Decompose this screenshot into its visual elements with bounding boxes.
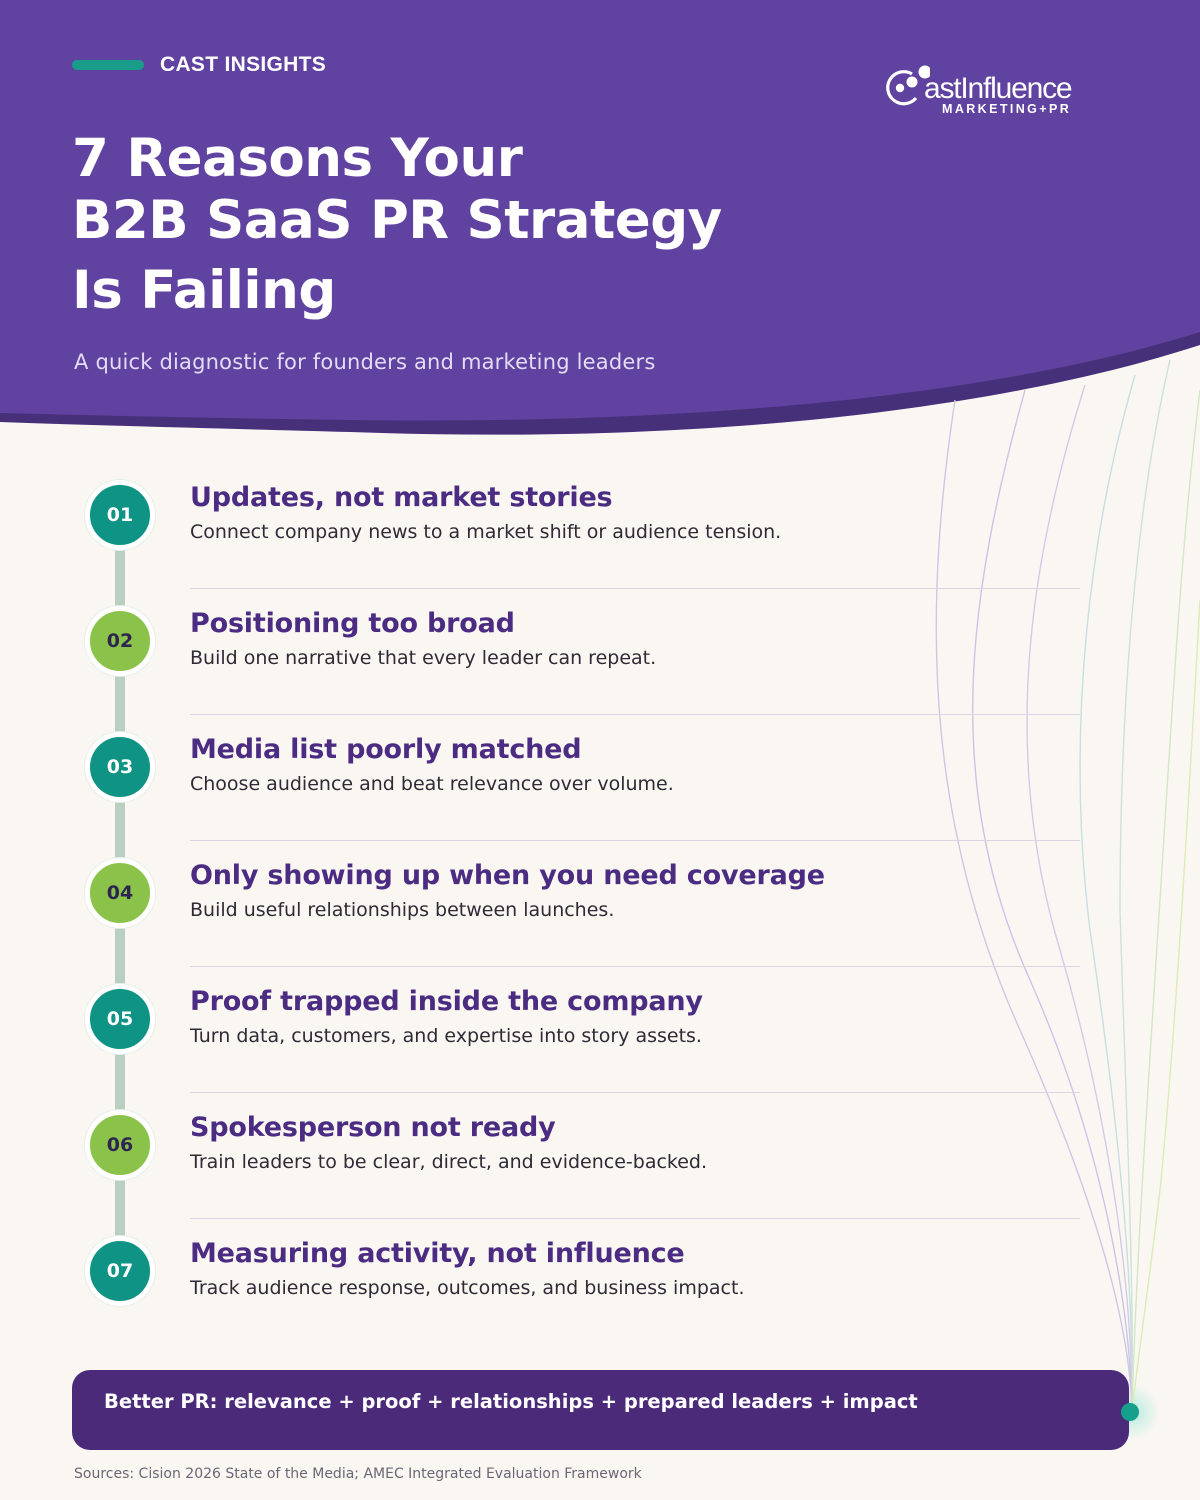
- list-item: 01 Updates, not market stories Connect c…: [0, 478, 1200, 604]
- item-title: Spokesperson not ready: [190, 1112, 556, 1143]
- title-line-2: B2B SaaS PR Strategy: [72, 190, 722, 251]
- kicker-accent-bar: [72, 60, 144, 70]
- item-title: Media list poorly matched: [190, 734, 582, 765]
- item-title: Only showing up when you need coverage: [190, 860, 825, 891]
- item-description: Choose audience and beat relevance over …: [190, 773, 674, 795]
- item-divider: [190, 1218, 1080, 1219]
- list-item: 06 Spokesperson not ready Train leaders …: [0, 1108, 1200, 1234]
- item-number-badge: 07: [85, 1236, 155, 1306]
- item-description: Turn data, customers, and expertise into…: [190, 1025, 702, 1047]
- item-description: Build useful relationships between launc…: [190, 899, 615, 921]
- item-number-badge: 05: [85, 984, 155, 1054]
- timeline-connector: [115, 1054, 125, 1111]
- page-subtitle: A quick diagnostic for founders and mark…: [74, 350, 656, 374]
- item-title: Proof trapped inside the company: [190, 986, 703, 1017]
- logo-tagline: MARKETING+PR: [942, 102, 1072, 116]
- header-background: [0, 0, 1200, 435]
- item-number-badge: 03: [85, 732, 155, 802]
- logo-circle-icon: [886, 65, 930, 106]
- item-description: Build one narrative that every leader ca…: [190, 647, 657, 669]
- item-divider: [190, 966, 1080, 967]
- brand-logo: astInfluence MARKETING+PR: [880, 60, 1100, 120]
- item-number-badge: 06: [85, 1110, 155, 1180]
- item-description: Connect company news to a market shift o…: [190, 521, 782, 543]
- accent-dot-icon: [1121, 1403, 1139, 1421]
- list-item: 05 Proof trapped inside the company Turn…: [0, 982, 1200, 1108]
- item-description: Train leaders to be clear, direct, and e…: [190, 1151, 708, 1173]
- list-item: 07 Measuring activity, not influence Tra…: [0, 1234, 1200, 1360]
- item-divider: [190, 1092, 1080, 1093]
- item-divider: [190, 840, 1080, 841]
- item-title: Measuring activity, not influence: [190, 1238, 685, 1269]
- page-title: 7 Reasons Your B2B SaaS PR Strategy Is F…: [72, 128, 852, 322]
- timeline-connector: [115, 550, 125, 607]
- logo-wordmark: astInfluence: [924, 72, 1073, 105]
- item-divider: [190, 714, 1080, 715]
- item-title: Updates, not market stories: [190, 482, 613, 513]
- timeline-connector: [115, 1180, 125, 1237]
- title-line-1: 7 Reasons Your: [72, 128, 523, 189]
- item-number-badge: 01: [85, 480, 155, 550]
- item-title: Positioning too broad: [190, 608, 515, 639]
- timeline-connector: [115, 802, 125, 859]
- item-number-badge: 04: [85, 858, 155, 928]
- summary-banner: Better PR: relevance + proof + relations…: [72, 1370, 1129, 1450]
- timeline-connector: [115, 928, 125, 985]
- item-number-badge: 02: [85, 606, 155, 676]
- list-item: 04 Only showing up when you need coverag…: [0, 856, 1200, 982]
- timeline-connector: [115, 676, 125, 733]
- kicker: CAST INSIGHTS: [72, 52, 326, 78]
- kicker-label: CAST INSIGHTS: [160, 53, 327, 76]
- summary-text: Better PR: relevance + proof + relations…: [104, 1390, 918, 1413]
- sources-note: Sources: Cision 2026 State of the Media;…: [74, 1466, 642, 1482]
- list-item: 03 Media list poorly matched Choose audi…: [0, 730, 1200, 856]
- item-description: Track audience response, outcomes, and b…: [190, 1277, 745, 1299]
- title-line-3: Is Failing: [72, 260, 336, 321]
- list-item: 02 Positioning too broad Build one narra…: [0, 604, 1200, 730]
- item-divider: [190, 588, 1080, 589]
